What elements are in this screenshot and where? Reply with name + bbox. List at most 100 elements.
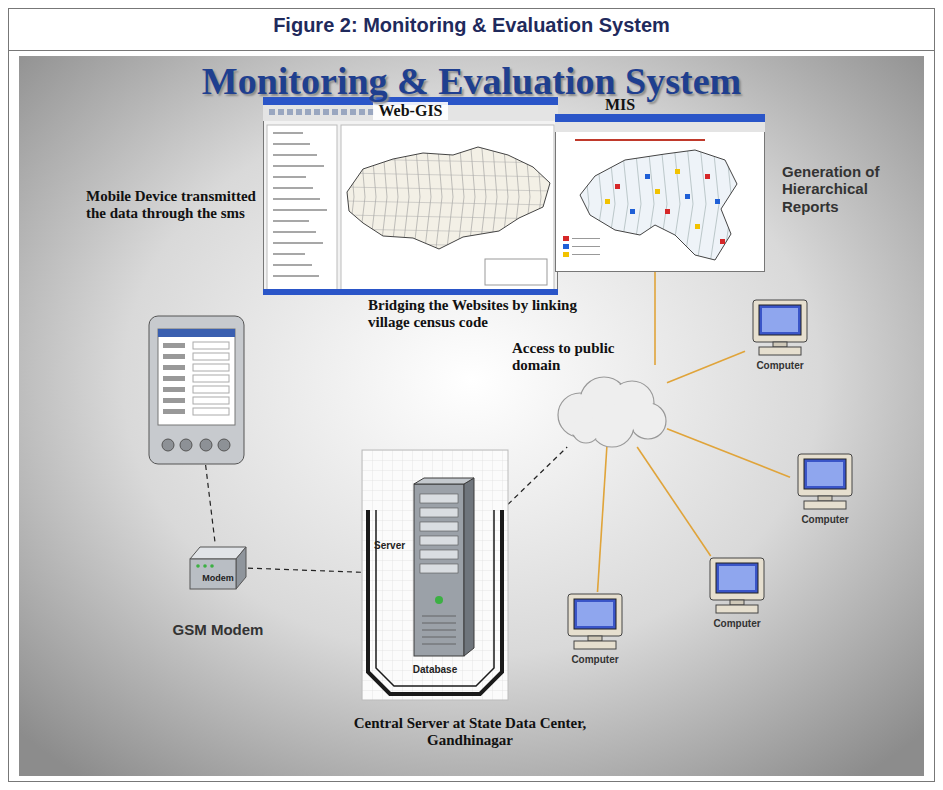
mis-screenshot-art-part-part-part [606,144,615,264]
web-gis-screenshot-art-part-part [391,137,398,257]
computer-terminal-art-part [804,459,846,489]
web-gis-screenshot-art-part-part [343,201,553,205]
web-gis-screenshot-art-part-part [369,137,376,257]
mobile-device-art-part [193,397,229,404]
central-server-art-part [362,450,508,700]
web-gis-screenshot-art-part-part [424,137,431,257]
internet-cloud-art [552,365,667,447]
computer-terminal-art-part [716,605,758,613]
mobile-device-art-part [158,329,235,337]
computer-terminal-art-part [759,347,801,355]
web-gis-screenshot-art-part [287,109,293,115]
web-gis-screenshot-art-part [273,220,309,222]
mis-screenshot-art-part-part [630,209,635,214]
slide-panel [19,56,924,776]
network-link [598,447,607,592]
computer-terminal: Computer [560,592,630,670]
web-gis-screenshot-art-part [269,109,275,115]
web-gis-screenshot-art-part-part [358,137,365,257]
mobile-device-art-part [163,409,185,414]
network-link [667,351,745,383]
central-server-art-part [422,644,456,645]
mis-screenshot-art-part-part [575,139,705,141]
web-gis-screenshot-art-part [343,137,553,257]
data-link [508,447,567,504]
mobile-device-art-part [218,439,230,451]
computer-terminal-art-part [759,305,801,335]
computer-terminal: Computer [745,298,815,376]
central-server-art-part [420,536,458,545]
mis-screenshot-art-part-part [720,239,725,244]
network-link [654,272,656,365]
web-gis-screenshot-art-part [273,264,312,266]
mis-screenshot-art-part-part [572,254,600,255]
mobile-device-art-part [149,316,244,464]
mis-screenshot-art-part-part [655,189,660,194]
mobile-device-art-part [158,329,235,425]
mis-screenshot-art-part-part [615,184,620,189]
mis-screenshot-art-part-part [580,150,737,260]
network-link [667,429,790,478]
computer-terminal-art-part [716,563,758,593]
slide-heading: Monitoring & Evaluation System [140,60,803,104]
web-gis-screenshot-art-part-part [534,137,541,257]
computer-terminal: Computer [702,556,772,634]
web-gis-screenshot-art-part-part [490,137,497,257]
central-server-art-part [422,616,456,617]
web-gis-screenshot: Web-GIS [263,97,558,295]
web-gis-screenshot-art-part [332,109,338,115]
web-gis-screenshot-art-part [273,209,327,211]
web-gis-screenshot-art-part [296,109,302,115]
device-label: Mobile Device transmitted the data throu… [86,188,271,223]
note-label: Generation of Hierarchical Reports [782,163,917,215]
mis-screenshot-art-part-part-part [658,144,667,264]
internet-cloud-art-part [631,404,665,438]
mis-screenshot-art-part-part [715,199,720,204]
data-link [206,465,215,543]
central-server-art-part [414,478,474,484]
computer-terminal-art-part [577,602,613,626]
central-server-art-part [422,637,456,638]
computer-terminal-art-part [762,308,798,332]
web-gis-screenshot-art-part [305,109,311,115]
mis-screenshot-art-part-part [705,174,710,179]
web-gis-screenshot-art-part [341,109,347,115]
web-gis-screenshot-art-part [273,176,306,178]
web-gis-screenshot-art-part-part [523,137,530,257]
web-gis-screenshot-art-part-part [343,173,553,177]
mobile-device-art-part [193,353,229,360]
mis-screenshot-art-part-part [645,174,650,179]
web-gis-screenshot-art-part [273,143,310,145]
computer-terminal: Computer [790,452,860,530]
mis-screenshot-art-part-part-part [697,144,706,264]
web-gis-screenshot-art-part [267,125,337,291]
terminal-label: Computer [790,514,860,526]
central-server-art-part [435,596,443,604]
web-gis-screenshot-art-part-part [380,137,387,257]
mobile-device-art-part [163,387,185,392]
terminal-label: Computer [745,360,815,372]
computer-terminal-art-part [710,558,764,600]
mobile-device-art-part [163,354,185,359]
mis-screenshot-art-part-part [580,150,737,260]
gsm-modem: ModemGSM Modem [188,543,248,591]
computer-terminal-art-part [798,454,852,496]
mobile-device-art-part [163,365,185,370]
central-server: ServerDatabaseCentral Server at State Da… [362,450,508,700]
web-gis-screenshot-art-part [323,109,329,115]
web-gis-screenshot-art-part [273,165,324,167]
web-gis-screenshot-art-part [314,109,320,115]
mis-screenshot-art-part-part [685,194,690,199]
web-gis-screenshot-art-part [273,242,323,244]
computer-terminal-art-part [818,496,832,501]
computer-terminal-art-part [719,566,755,590]
mobile-device-art-part [162,439,174,451]
web-gis-screenshot-art-part-part [343,187,553,191]
note-label: Bridging the Websites by linking village… [368,297,608,332]
figure-title: Figure 2: Monitoring & Evaluation System [8,14,935,37]
server-caption: Central Server at State Data Center, Gan… [335,715,605,750]
web-gis-screenshot-art-part [350,109,356,115]
computer-terminal-art-part [568,594,622,636]
central-server-art-part [362,450,508,700]
